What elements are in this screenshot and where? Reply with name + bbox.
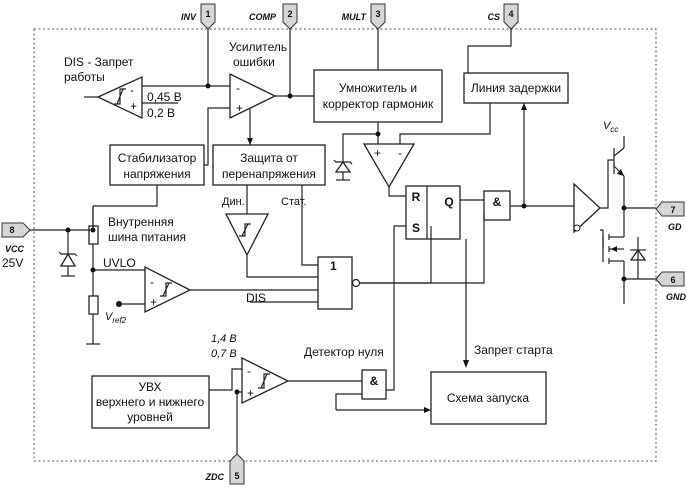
svg-text:3: 3 xyxy=(375,9,380,19)
zero-detector-label: Детектор нуля xyxy=(304,345,384,359)
svg-text:&: & xyxy=(370,374,379,388)
pin-cs: 4 CS xyxy=(487,3,519,30)
svg-text:8: 8 xyxy=(9,225,14,235)
svg-text:R: R xyxy=(412,190,421,204)
vcc-transistor-label: Vcc xyxy=(603,120,618,134)
pin-mult: 3 MULT xyxy=(342,3,386,30)
svg-text:Умножитель и: Умножитель и xyxy=(339,81,417,95)
start-inhibit-label: Запрет старта xyxy=(474,343,553,357)
dis-comparator: - + xyxy=(96,75,143,120)
pin-label-zdc: ZDC xyxy=(205,472,225,482)
svg-text:5: 5 xyxy=(234,471,239,481)
svg-text:1: 1 xyxy=(330,259,337,273)
zdc-threshold-high: 1,4 В xyxy=(211,333,237,345)
svg-text:Q: Q xyxy=(444,195,453,209)
vref2-label: Vref2 xyxy=(105,311,127,325)
and-gate-drive: & xyxy=(483,190,511,221)
ovp-static-label: Стат. xyxy=(281,196,307,208)
pin-label-gnd: GND xyxy=(666,292,687,302)
uvx-block: УВХ верхнего и нижнего уровней xyxy=(91,375,210,429)
uvlo-label: UVLO xyxy=(103,256,136,270)
ovp-block: Защита от перенапряжения xyxy=(212,144,326,186)
dis-signal-label: DIS xyxy=(246,291,266,305)
svg-text:4: 4 xyxy=(508,9,513,19)
internal-bus-label-line1: Внутренняя xyxy=(108,215,174,229)
svg-text:-: - xyxy=(236,81,240,95)
error-amp-label-line2: ошибки xyxy=(233,55,275,69)
dis-label-line2: работы xyxy=(64,70,105,84)
pin-vcc: 8 VCC 25V xyxy=(1,222,31,270)
pin-comp: 2 COMP xyxy=(249,3,298,30)
svg-text:-: - xyxy=(247,364,251,378)
startup-block: Схема запуска xyxy=(430,371,547,425)
zero-detector-comparator: - + xyxy=(241,356,290,405)
pin-inv: 1 INV xyxy=(181,3,216,30)
svg-text:уровней: уровней xyxy=(127,410,173,424)
pin-label-vcc: VCC xyxy=(5,244,25,254)
svg-text:-: - xyxy=(398,146,402,160)
svg-text:-: - xyxy=(150,275,154,289)
svg-text:напряжения: напряжения xyxy=(123,167,190,181)
svg-text:+: + xyxy=(374,146,381,160)
pin-label-mult: MULT xyxy=(342,12,368,22)
pin-gnd: 6 GND xyxy=(655,271,687,302)
error-amp-label-line1: Усилитель xyxy=(229,40,287,54)
threshold-high-label: 0,45 В xyxy=(147,90,182,104)
svg-text:2: 2 xyxy=(287,9,292,19)
svg-text:6: 6 xyxy=(670,275,675,285)
or-gate: 1 xyxy=(317,256,361,310)
svg-text:S: S xyxy=(412,221,420,235)
threshold-low-label: 0,2 В xyxy=(147,106,175,120)
svg-text:7: 7 xyxy=(670,205,675,215)
pin-gd: 7 GD xyxy=(655,201,685,232)
pin-label-comp: COMP xyxy=(249,12,277,22)
svg-text:УВХ: УВХ xyxy=(138,380,161,394)
ovp-dynamic-comparator xyxy=(224,213,270,257)
svg-text:Схема запуска: Схема запуска xyxy=(447,391,530,405)
error-amplifier: - + xyxy=(229,72,277,120)
cs-comparator: + - xyxy=(362,143,416,189)
pin-voltage-vcc: 25V xyxy=(2,256,23,270)
delay-line-block: Линия задержки xyxy=(463,72,569,104)
nmos-transistor xyxy=(602,234,624,264)
svg-text:+: + xyxy=(236,101,243,115)
svg-text:&: & xyxy=(493,195,502,209)
pin-label-cs: CS xyxy=(487,12,500,22)
dis-label-line1: DIS - Запрет xyxy=(64,55,134,69)
and-gate-zero: & xyxy=(361,369,387,400)
uvlo-comparator: - + xyxy=(144,265,192,314)
svg-text:перенапряжения: перенапряжения xyxy=(222,167,316,181)
svg-text:+: + xyxy=(150,295,157,309)
svg-text:+: + xyxy=(247,386,254,400)
multiplier-block: Умножитель и корректор гармоник xyxy=(313,69,443,123)
internal-bus-label-line2: шина питания xyxy=(108,230,186,244)
pin-label-gd: GD xyxy=(668,222,682,232)
ovp-dynamic-label: Дин. xyxy=(222,196,245,208)
svg-text:верхнего и нижнего: верхнего и нижнего xyxy=(96,395,205,409)
svg-text:Стабилизатор: Стабилизатор xyxy=(118,151,197,165)
npn-transistor xyxy=(613,136,625,208)
svg-text:-: - xyxy=(130,83,134,97)
pin-zdc: 5 ZDC xyxy=(205,453,245,485)
pin-label-inv: INV xyxy=(181,12,197,22)
inversion-bubble xyxy=(351,278,361,288)
svg-text:1: 1 xyxy=(205,9,210,19)
zener-diode-mult xyxy=(333,150,353,181)
chip-boundary xyxy=(33,28,657,462)
zdc-threshold-low: 0,7 В xyxy=(211,348,237,360)
rs-latch: R S Q xyxy=(405,185,461,240)
gate-driver-buffer xyxy=(573,182,601,234)
svg-text:+: + xyxy=(130,99,137,113)
svg-text:Линия задержки: Линия задержки xyxy=(471,81,561,95)
svg-text:корректор гармоник: корректор гармоник xyxy=(323,97,434,111)
stabilizer-block: Стабилизатор напряжения xyxy=(109,144,205,186)
zener-diode-vcc xyxy=(58,230,78,277)
svg-text:Защита от: Защита от xyxy=(240,151,298,165)
